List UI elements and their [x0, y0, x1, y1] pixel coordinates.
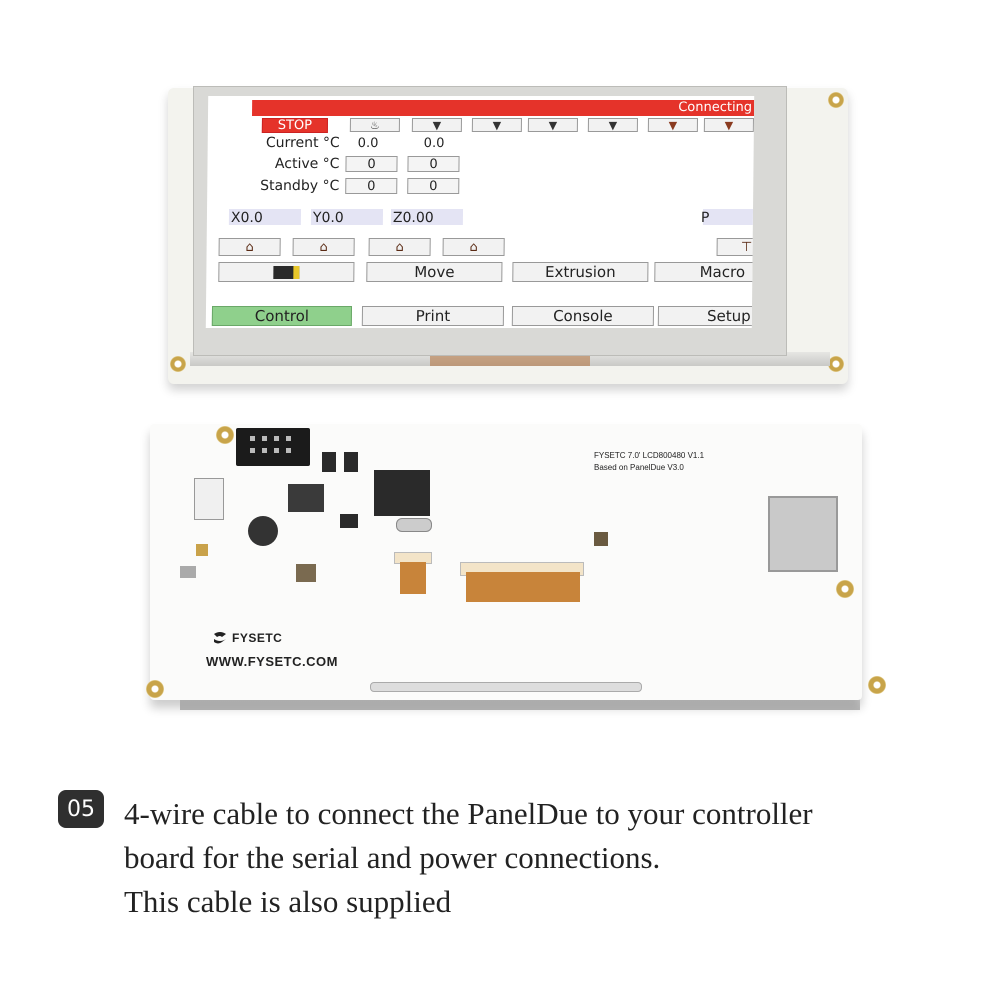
flex-cable: [400, 562, 426, 594]
mount-hole: [868, 676, 886, 694]
mount-hole: [216, 426, 234, 444]
home-y-button[interactable]: ⌂: [368, 238, 431, 256]
transistor: [322, 452, 336, 472]
x-position: X0.0: [230, 210, 263, 226]
tool-heater-button[interactable]: ▼: [587, 118, 638, 132]
mount-hole: [828, 356, 844, 372]
p-value: P: [700, 210, 710, 226]
home-icon: ⌂: [245, 239, 254, 255]
tool-heater-button[interactable]: ▼: [703, 118, 754, 132]
crystal-oscillator: [396, 518, 432, 532]
4-pin-connector: [194, 478, 224, 520]
inductor: [296, 564, 316, 582]
tab-setup[interactable]: Setup: [657, 306, 755, 326]
macro-button[interactable]: Macro: [654, 262, 755, 282]
home-icon: ⌂: [469, 239, 478, 255]
caption-line: This cable is also supplied: [124, 884, 452, 919]
current-temp-value: 0.0: [423, 136, 445, 151]
tool-heater-button[interactable]: ▼: [647, 118, 698, 132]
caption-line: 4-wire cable to connect the PanelDue to …: [124, 796, 813, 831]
stop-button[interactable]: STOP: [261, 118, 328, 133]
folder-icon: [273, 265, 300, 279]
axis-field-bg: [702, 209, 754, 225]
mount-hole: [146, 680, 164, 698]
inductor: [594, 532, 608, 546]
tab-console[interactable]: Console: [511, 306, 655, 326]
board-slot: [370, 682, 642, 692]
transistor: [344, 452, 358, 472]
board-title-line: Based on PanelDue V3.0: [594, 463, 684, 472]
standby-temp-label: Standby °C: [260, 178, 340, 194]
board-title-line: FYSETC 7.0' LCD800480 V1.1: [594, 451, 705, 460]
active-temp-field[interactable]: 0: [407, 156, 460, 172]
display-edge: [180, 698, 860, 710]
current-temp-label: Current °C: [265, 135, 340, 151]
board-title: FYSETC 7.0' LCD800480 V1.1 Based on Pane…: [594, 450, 704, 474]
bed-heater-button[interactable]: ♨: [349, 118, 400, 132]
mount-hole: [828, 92, 844, 108]
brand-name: FYSETC: [232, 631, 283, 645]
atmel-chip: [288, 484, 324, 512]
z-position: Z0.00: [392, 210, 434, 226]
mount-hole: [170, 356, 186, 372]
nozzle-icon: ▼: [724, 118, 734, 132]
fysetc-logo-icon: [214, 632, 226, 644]
tab-print[interactable]: Print: [361, 306, 505, 326]
home-all-button[interactable]: ⌂: [218, 238, 281, 256]
status-bar: Connecting: [252, 100, 755, 116]
tab-control[interactable]: Control: [211, 306, 353, 326]
tool-heater-button[interactable]: ▼: [411, 118, 462, 132]
nozzle-icon: ▼: [608, 118, 618, 132]
nozzle-icon: ▼: [432, 118, 442, 132]
brand-url: WWW.FYSETC.COM: [206, 654, 338, 669]
nozzle-icon: ▼: [492, 118, 502, 132]
sd-card-slot: [768, 496, 838, 572]
current-temp-value: 0.0: [357, 136, 379, 151]
button-component: [196, 544, 208, 556]
nozzle-icon: ▼: [668, 118, 678, 132]
files-button[interactable]: [218, 262, 355, 282]
caption-line: board for the serial and power connectio…: [124, 840, 661, 875]
ic-chip: [340, 514, 358, 528]
home-icon: ⌂: [395, 239, 404, 255]
bed-compensation-button[interactable]: ⊤: [716, 238, 755, 256]
active-temp-field[interactable]: 0: [345, 156, 398, 172]
move-button[interactable]: Move: [366, 262, 503, 282]
caption-text: 4-wire cable to connect the PanelDue to …: [124, 792, 954, 924]
nozzle-icon: ▼: [548, 118, 558, 132]
step-number-badge: 05: [58, 790, 104, 828]
active-temp-label: Active °C: [274, 156, 340, 172]
home-x-button[interactable]: ⌂: [292, 238, 355, 256]
mount-hole: [836, 580, 854, 598]
home-icon: ⌂: [319, 239, 328, 255]
idc-header-connector: [236, 428, 310, 466]
tool-heater-button[interactable]: ▼: [527, 118, 578, 132]
y-position: Y0.0: [312, 210, 344, 226]
home-z-button[interactable]: ⌂: [442, 238, 505, 256]
buzzer: [248, 516, 278, 546]
microcontroller-chip: [374, 470, 430, 516]
usb-port: [180, 566, 196, 578]
connection-status: Connecting: [678, 100, 753, 115]
bed-heater-icon: ♨: [369, 118, 380, 132]
paneldue-screen: Connecting STOP ♨ ▼ ▼ ▼ ▼ ▼ ▼ Current °C…: [205, 96, 755, 328]
tool-heater-button[interactable]: ▼: [471, 118, 522, 132]
standby-temp-field[interactable]: 0: [407, 178, 460, 194]
flex-cable: [466, 572, 580, 602]
extrusion-button[interactable]: Extrusion: [512, 262, 649, 282]
level-icon: ⊤: [740, 239, 753, 255]
standby-temp-field[interactable]: 0: [345, 178, 398, 194]
